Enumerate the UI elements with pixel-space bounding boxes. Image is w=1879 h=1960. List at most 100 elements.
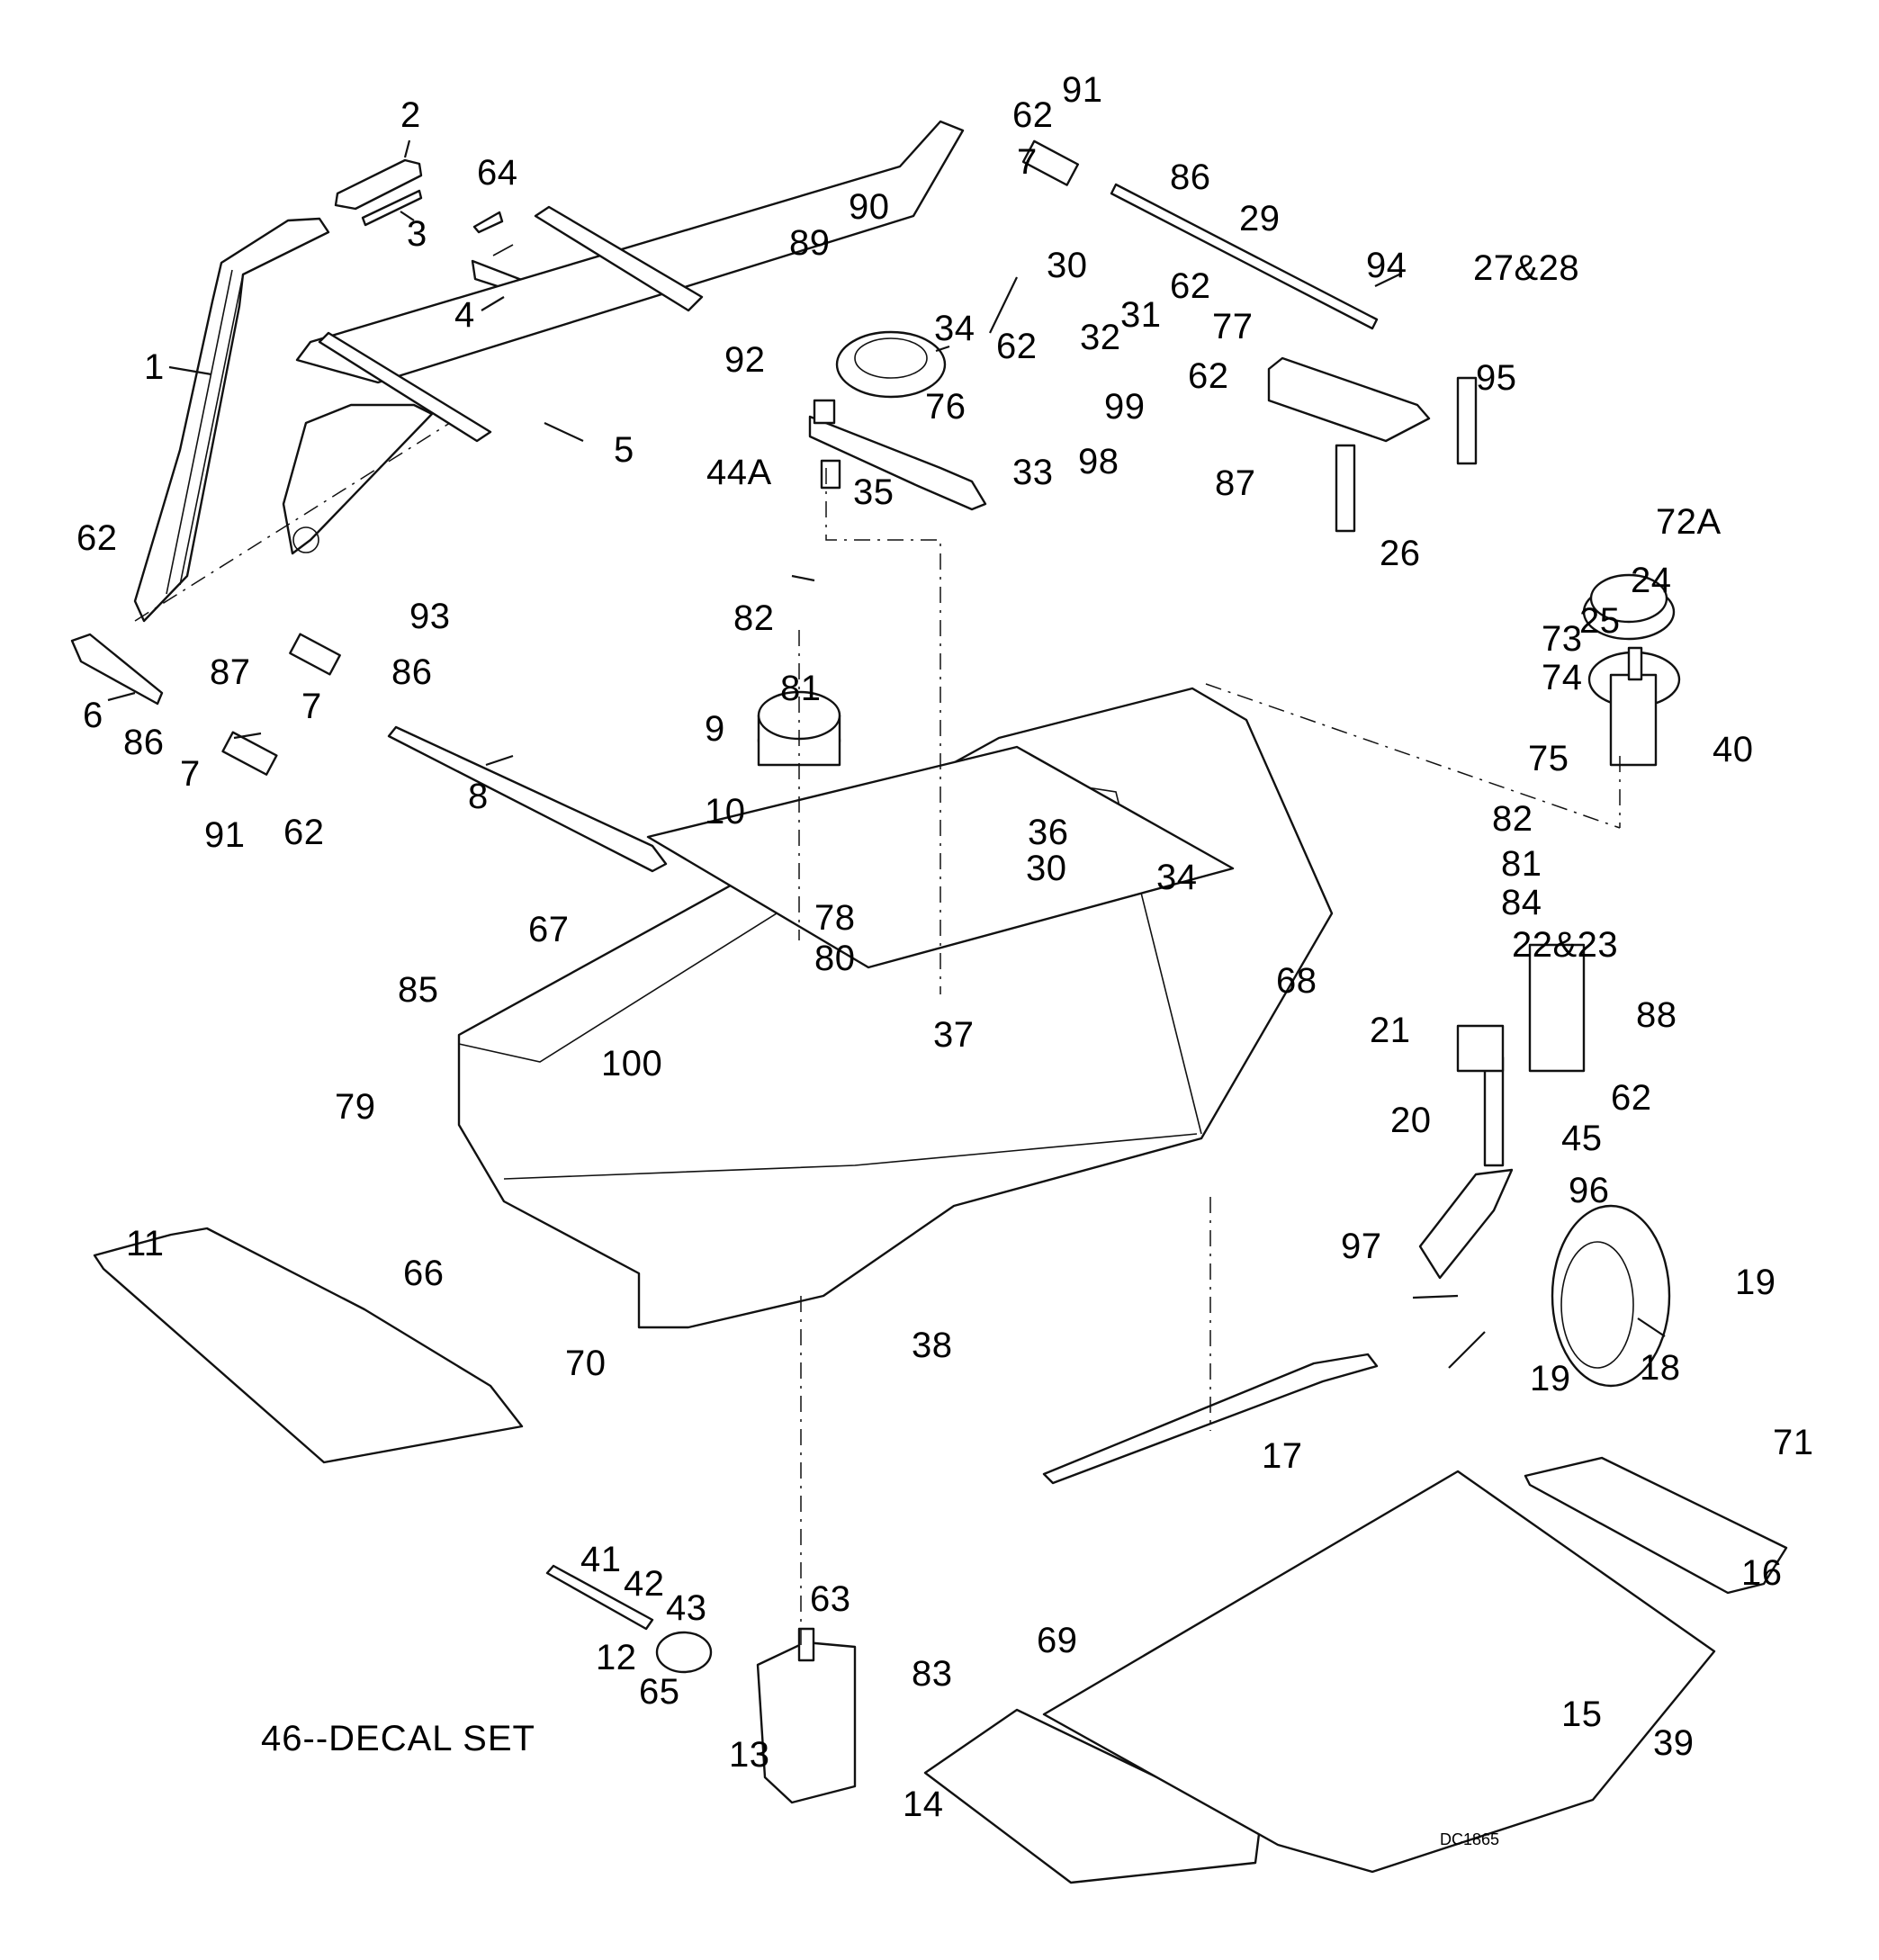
callout-62: 62 [1170, 266, 1211, 306]
callout-9: 9 [705, 709, 725, 749]
callout-18: 18 [1640, 1348, 1681, 1388]
callout-97: 97 [1341, 1227, 1382, 1266]
callout-25: 25 [1579, 601, 1621, 641]
callout-3: 3 [407, 214, 427, 254]
callout-62: 62 [1188, 356, 1229, 396]
callout-20: 20 [1390, 1101, 1432, 1140]
callout-82: 82 [1492, 799, 1533, 839]
callout-41: 41 [580, 1540, 622, 1579]
callout-35: 35 [853, 472, 895, 512]
callout-87: 87 [1215, 463, 1256, 503]
callout-71: 71 [1773, 1423, 1814, 1462]
callout-34: 34 [934, 309, 975, 348]
callout-1: 1 [144, 347, 165, 387]
callout-66: 66 [403, 1254, 445, 1293]
part-bracket [1267, 356, 1478, 533]
part-spindle [1587, 646, 1681, 767]
callout-19: 19 [1530, 1359, 1571, 1398]
callout-32: 32 [1080, 318, 1121, 357]
callout-62: 62 [76, 518, 118, 558]
callout-13: 13 [729, 1735, 770, 1775]
callout-89: 89 [789, 223, 831, 263]
callout-44A: 44A [706, 453, 772, 492]
callout-4: 4 [454, 295, 475, 335]
callout-100: 100 [601, 1044, 663, 1083]
drawing-code: DC1865 [1440, 1830, 1500, 1848]
callout-85: 85 [398, 970, 439, 1010]
callout-96: 96 [1569, 1171, 1610, 1210]
part-idler-arm [808, 399, 987, 511]
part-caster-wheel [1418, 943, 1671, 1388]
part-lift-lever [133, 217, 330, 623]
callout-34: 34 [1156, 858, 1198, 897]
callout-88: 88 [1636, 995, 1677, 1035]
callout-36: 36 [1028, 813, 1069, 852]
callout-8: 8 [468, 777, 489, 816]
callout-84: 84 [1501, 883, 1542, 922]
part-clevises [221, 139, 1080, 776]
callout-63: 63 [810, 1579, 851, 1619]
callout-22-23: 22&23 [1512, 925, 1619, 965]
callout-43: 43 [666, 1588, 707, 1628]
callout-82: 82 [733, 598, 775, 638]
callout-91: 91 [204, 815, 246, 855]
callout-16: 16 [1741, 1553, 1783, 1593]
part-deck-housing [457, 687, 1334, 1329]
callout-72A: 72A [1656, 502, 1722, 542]
callout-14: 14 [903, 1785, 944, 1824]
callout-79: 79 [335, 1087, 376, 1127]
part-gearbox [545, 1564, 857, 1804]
assembly-lines [134, 422, 1621, 1647]
part-blade [1042, 1353, 1379, 1485]
callout-2: 2 [400, 95, 421, 135]
callout-67: 67 [528, 910, 570, 949]
callout-70: 70 [565, 1344, 607, 1383]
callout-31: 31 [1120, 295, 1162, 335]
callout-95: 95 [1476, 358, 1517, 398]
callout-30: 30 [1047, 246, 1088, 285]
callout-45: 45 [1561, 1119, 1603, 1158]
callout-83: 83 [912, 1654, 953, 1694]
callout-92: 92 [724, 340, 766, 380]
callout-37: 37 [933, 1015, 975, 1055]
callout-7: 7 [180, 754, 201, 794]
callout-17: 17 [1262, 1436, 1303, 1476]
callout-98: 98 [1078, 442, 1119, 481]
callout-75: 75 [1528, 739, 1569, 778]
callout-65: 65 [639, 1672, 680, 1712]
callout-38: 38 [912, 1326, 953, 1365]
callout-73: 73 [1542, 619, 1583, 659]
callout-86: 86 [391, 652, 433, 692]
callout-15: 15 [1561, 1695, 1603, 1734]
callout-68: 68 [1276, 961, 1317, 1001]
callout-11: 11 [126, 1224, 165, 1263]
part-lift-shaft [282, 120, 965, 555]
callout-90: 90 [849, 187, 890, 227]
callout-62: 62 [1611, 1078, 1652, 1118]
callout-74: 74 [1542, 658, 1583, 697]
part-rods [70, 183, 1379, 873]
callout-12: 12 [596, 1638, 637, 1677]
callout-81: 81 [780, 669, 822, 708]
callout-91: 91 [1062, 70, 1103, 110]
callout-62: 62 [283, 813, 325, 852]
callout-39: 39 [1653, 1723, 1695, 1763]
callout-21: 21 [1370, 1011, 1411, 1050]
callout-64: 64 [477, 153, 518, 193]
callout-10: 10 [705, 792, 746, 832]
callout-7: 7 [301, 687, 322, 726]
callout-69: 69 [1037, 1621, 1078, 1660]
callout-5: 5 [614, 430, 634, 470]
callout-99: 99 [1104, 387, 1146, 427]
callout-81: 81 [1501, 844, 1542, 884]
callout-62: 62 [1012, 95, 1054, 135]
callout-77: 77 [1212, 307, 1254, 346]
callout-6: 6 [83, 696, 103, 735]
callout-19: 19 [1735, 1263, 1776, 1302]
decal-set-note: 46--DECAL SET [261, 1719, 535, 1758]
callout-26: 26 [1380, 534, 1421, 573]
callout-24: 24 [1631, 561, 1672, 600]
callout-33: 33 [1012, 453, 1054, 492]
callout-76: 76 [925, 387, 966, 427]
part-covers [93, 1227, 1788, 1884]
